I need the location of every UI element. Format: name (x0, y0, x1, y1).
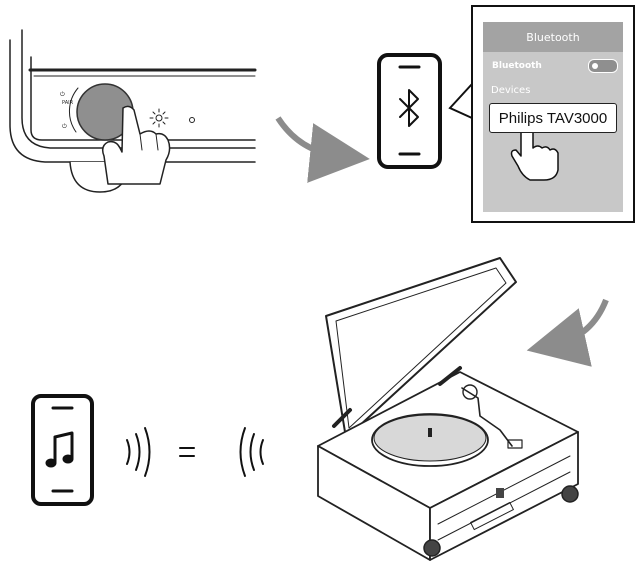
volume-knob-icon (423, 539, 441, 557)
music-phone-icon (31, 394, 94, 506)
svg-text:⏻: ⏻ (60, 91, 65, 98)
svg-text:PAIR: PAIR (62, 100, 74, 106)
devices-label: Devices (491, 85, 531, 96)
source-knob-icon (561, 485, 579, 503)
toggle-knob (592, 63, 598, 69)
device-list-item[interactable]: Philips TAV3000 (489, 103, 617, 133)
svg-text:⏻: ⏻ (62, 123, 67, 130)
popup-header: Bluetooth (483, 22, 623, 52)
step-arrow-1 (275, 116, 370, 183)
light-sensor-icon (149, 108, 169, 128)
bluetooth-toggle-label: Bluetooth (492, 61, 542, 71)
bluetooth-toggle-switch[interactable] (588, 59, 618, 73)
turntable-illustration (317, 257, 579, 561)
tonearm-icon (461, 387, 513, 447)
popup-callout (448, 83, 473, 119)
bluetooth-settings-popup: Bluetooth Bluetooth Devices Philips TAV3… (472, 6, 634, 222)
bluetooth-phone-icon (377, 53, 442, 169)
led-indicator (189, 117, 195, 123)
device-knob-illustration: ⏻ PAIR ⏻ (9, 29, 257, 193)
wireless-signal-icon (126, 427, 264, 477)
step-arrow-2 (526, 298, 609, 367)
